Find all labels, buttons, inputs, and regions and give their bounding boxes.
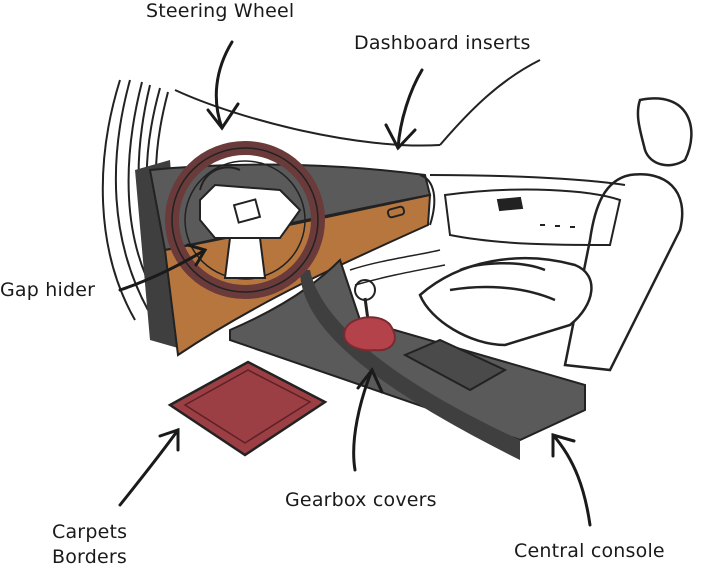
- label-steering-wheel: Steering Wheel: [146, 0, 295, 22]
- gear-stick-graphic: [343, 279, 396, 352]
- console-tray: [402, 338, 508, 392]
- label-gap-hider: Gap hider: [0, 279, 96, 301]
- glovebox-latch: [386, 205, 406, 219]
- dashboard-edge: [419, 174, 436, 226]
- windshield-edge: [439, 59, 541, 146]
- label-carpets-borders: Carpets Borders: [52, 520, 172, 570]
- door-panel-sketch: [429, 174, 626, 247]
- label-carpets-line1: Carpets: [52, 521, 128, 543]
- windshield-line: [174, 89, 441, 147]
- label-central-console: Central console: [514, 540, 665, 562]
- console-side: [300, 270, 520, 460]
- passenger-seat-graphic: [418, 97, 693, 372]
- label-dashboard-inserts: Dashboard inserts: [354, 32, 531, 54]
- label-carpets-line2: Borders: [52, 546, 127, 568]
- floor-lines: [349, 249, 446, 286]
- label-gearbox-covers: Gearbox covers: [285, 489, 437, 511]
- steering-wheel-graphic: [165, 141, 325, 299]
- carpet-mat-graphic: [167, 360, 328, 457]
- annotation-arrows: [118, 40, 592, 527]
